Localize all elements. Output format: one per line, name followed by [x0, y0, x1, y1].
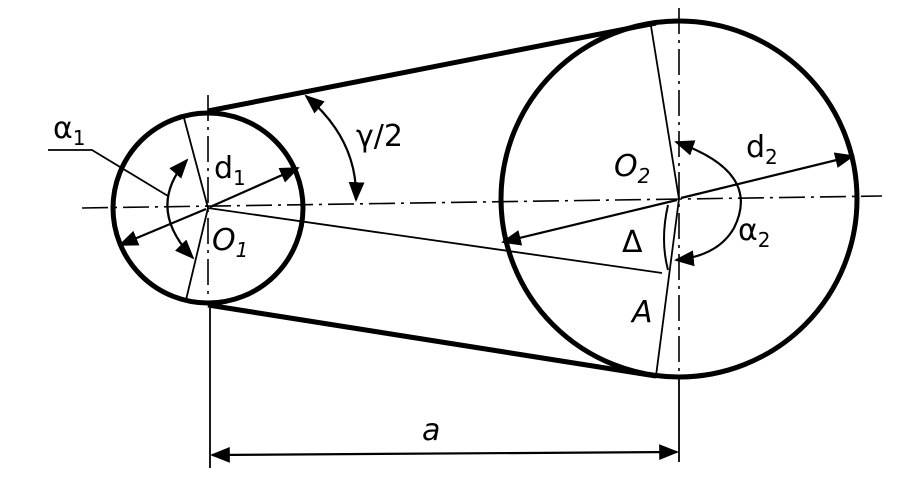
dimension-extension-lines [209, 305, 680, 468]
gamma-half-angle-arrow [304, 94, 365, 202]
alpha1-angle-arrow [166, 158, 195, 260]
d1-radius-arrow [209, 166, 300, 209]
arrows [48, 94, 855, 463]
d1-label: d1 [214, 151, 246, 190]
alpha2-angle-arrow [674, 140, 742, 267]
construction-lines [183, 25, 680, 377]
point-a-label: A [630, 295, 653, 330]
alpha1-leader-line [48, 149, 169, 197]
large-tangent-radius-top [650, 25, 680, 200]
d2-label: d2 [746, 130, 778, 169]
small-tangent-radius-bottom [185, 207, 209, 301]
alpha1-label: α1 [53, 111, 86, 150]
belt-upper-run [207, 20, 657, 114]
a-dimension-arrow [210, 444, 679, 463]
large-tangent-radius-bottom [655, 198, 680, 377]
gamma-half-label: γ/2 [356, 119, 403, 154]
delta-arc [663, 204, 669, 271]
center-distance-a-label: a [422, 413, 440, 448]
belt-lower-run [207, 302, 657, 379]
d2-radius-arrow [680, 152, 855, 200]
center-to-point-a-line [207, 207, 663, 274]
O1-label: O1 [212, 223, 248, 262]
horizontal-center-line [81, 195, 883, 209]
delta-label: Δ [622, 225, 643, 260]
small-pulley [110, 110, 306, 306]
large-pulley [498, 18, 860, 380]
O2-label: O2 [614, 149, 650, 188]
d2-diameter-arrow-left [501, 198, 678, 246]
d1-diameter-arrow-left [118, 207, 207, 247]
small-tangent-radius-top [183, 117, 209, 209]
alpha2-label: α2 [738, 213, 771, 252]
center-lines [81, 8, 883, 380]
